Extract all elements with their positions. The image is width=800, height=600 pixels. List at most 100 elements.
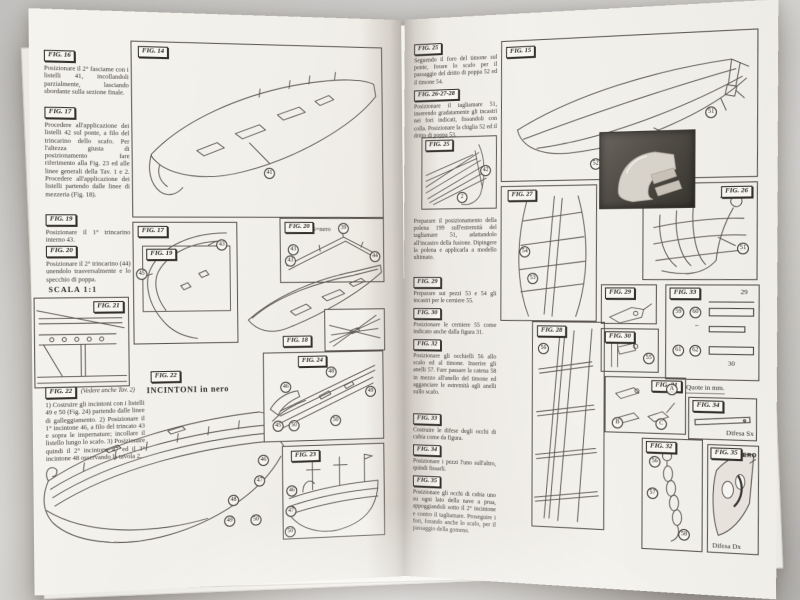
- polena-note: Preparare il posizionamento della polena…: [413, 217, 497, 261]
- callout-57: 57: [646, 487, 659, 500]
- dimension-29: 29: [740, 288, 748, 297]
- deck-plank-sketch: [240, 256, 385, 343]
- photo-casting-shape: [600, 130, 694, 208]
- part-letter-b: B: [611, 416, 624, 429]
- fig-label: FIG. 22: [45, 386, 77, 399]
- fig-label: FIG. 30: [413, 308, 442, 319]
- figure-box-fig29: FIG. 29: [600, 284, 657, 324]
- fig-label: FIG. 15: [506, 45, 536, 58]
- fig-label: FIG. 35: [710, 447, 743, 460]
- figure-box-fig23: FIG. 23 46 47 50: [281, 442, 386, 540]
- callout-56: 56: [537, 342, 549, 355]
- stern-frame-sketch: [501, 185, 596, 320]
- fig-label: FIG. 28: [536, 325, 567, 337]
- difesa-sx-caption: Difesa Sx: [726, 429, 754, 439]
- callout-62: 62: [689, 344, 702, 357]
- fig-label: FIG. 19: [45, 214, 77, 226]
- callout-55: 55: [643, 352, 655, 365]
- figure-box-fig35: FIG. 35 NERO Difesa Dx: [706, 444, 760, 556]
- instruction-block: FIG. 35 Posizionare gli occhi di cubia u…: [413, 468, 496, 537]
- instruction-block: FIG. 16 Posizionare il 2° fasciame con i…: [43, 42, 129, 97]
- instruction-text: Posizionare il 2° trincarino (44) unendo…: [45, 260, 131, 284]
- callout-59: 59: [672, 306, 685, 319]
- fig-label: FIG. 24: [297, 355, 328, 367]
- part-letter-a: A: [666, 383, 678, 396]
- figure-box-fig32: FIG. 32 56 57 58: [641, 437, 703, 553]
- fig-label: FIG. 26-27-28: [413, 88, 459, 102]
- figure-box-fig33: FIG. 33 29 59 60 ← 61 62 30: [665, 284, 760, 382]
- dimension-line: [708, 301, 755, 303]
- callout-58: 58: [678, 528, 690, 541]
- hull-sketch: [134, 54, 383, 217]
- fig-label: FIG. 25: [425, 139, 454, 151]
- figure-box-fig34: FIG. 34 Difesa Sx: [688, 396, 758, 442]
- fig-label: FIG. 30: [604, 331, 636, 343]
- fig-label: FIG. 17: [137, 225, 169, 237]
- bar-hole: [742, 419, 747, 423]
- eyebolt-bar: [708, 325, 746, 333]
- figure-box-fig27: FIG. 27 54 53: [500, 184, 598, 322]
- callout-49: 49: [365, 385, 376, 398]
- dimension-30: 30: [727, 360, 735, 368]
- callout-61: 61: [672, 344, 685, 357]
- fig-label: FIG. 33: [413, 413, 442, 425]
- figure-box-fig21: FIG. 21: [33, 296, 130, 389]
- callout-43: 43: [287, 244, 299, 256]
- fig-label: FIG. 34: [692, 400, 724, 413]
- model-photo-inset: [599, 129, 696, 210]
- difesa-dx-caption: Difesa Dx: [712, 542, 741, 552]
- fig-subtitle: (Vedere anche Tav. 2): [80, 387, 135, 395]
- fig-label: FIG. 20: [45, 245, 78, 257]
- figure-box-fig14: FIG. 14 41: [130, 40, 384, 218]
- fig-label: FIG. 29: [413, 276, 442, 288]
- fig-label: FIG. 21: [92, 300, 124, 313]
- fig-label: FIG. 17: [44, 106, 76, 119]
- callout-54: 54: [519, 246, 531, 258]
- instruction-block: FIG. 32 Posizionare gli occhielli 56 all…: [413, 332, 496, 398]
- fig-label: FIG. 34: [413, 444, 442, 456]
- eyebolt-bar: [708, 307, 755, 317]
- callout-43: 43: [216, 239, 228, 251]
- fig-label: FIG. 20: [284, 221, 314, 233]
- fig-label: FIG. 16: [43, 49, 76, 62]
- fig-label: FIG. 29: [604, 287, 636, 299]
- callout-56: 56: [648, 455, 661, 468]
- scale-note: SCALA 1:1: [48, 284, 98, 295]
- fig-label: FIG. 32: [645, 440, 677, 454]
- sticks-sketch: [325, 309, 384, 350]
- instruction-block: FIG. 26-27-28 Posizionare il tagliamare …: [414, 80, 497, 141]
- instruction-block: FIG. 25 Seguendo il foro del timone sul …: [414, 33, 497, 87]
- callout-39: 39: [337, 222, 349, 235]
- arrow-glyph: ←: [693, 321, 701, 330]
- fig-label: FIG. 14: [137, 45, 169, 58]
- left-page: FIG. 16 Posizionare il 2° fasciame con i…: [28, 8, 407, 596]
- instruction-text: Posizionare gli occhielli 56 allo scalo …: [413, 353, 497, 396]
- figure-box-fig28: FIG. 28 56: [531, 321, 605, 531]
- part-letter-c: C: [655, 418, 667, 431]
- fig-label: FIG. 25: [414, 42, 443, 55]
- callout-44: 44: [369, 251, 381, 263]
- figure-box-fig19: FIG. 19: [141, 245, 232, 313]
- callout-60: 60: [689, 306, 702, 319]
- fig-label: FIG. 26: [720, 185, 753, 198]
- difesa-bar: [694, 416, 751, 426]
- instruction-text: Posizionare il 2° fasciame con i listell…: [43, 64, 129, 97]
- fig-label: FIG. 33: [669, 287, 701, 299]
- figure-box-fig17: FIG. 17 FIG. 19 43 45: [132, 221, 239, 345]
- right-page: FIG. 25 Seguendo il foro del timone sul …: [403, 0, 779, 600]
- fig-label: FIG. 22: [150, 370, 181, 383]
- instruction-block: FIG. 17 Procedere all'applicazione dei l…: [44, 99, 130, 198]
- figure-box-fig31: FIG. 31 A B C: [604, 376, 687, 435]
- figure-box-fig30: FIG. 30 55: [600, 328, 659, 373]
- instruction-block: FIG. 20 Posizionare il 2° trincarino (44…: [45, 238, 131, 284]
- figure-box-fig24: FIG. 24 48 49 50 46 45 50: [262, 350, 385, 443]
- figure-inset-sticks: [324, 308, 386, 352]
- callout-53: 53: [527, 272, 539, 285]
- instruction-text: Procedere all'applicazione dei listelli …: [44, 121, 130, 199]
- fig-label: FIG. 19: [146, 248, 177, 260]
- callout-51: 51: [736, 242, 749, 255]
- callout-41: 41: [263, 167, 276, 180]
- figure-box-fig25: FIG. 25 42 2: [421, 135, 497, 210]
- fig-label: FIG. 35: [412, 475, 441, 488]
